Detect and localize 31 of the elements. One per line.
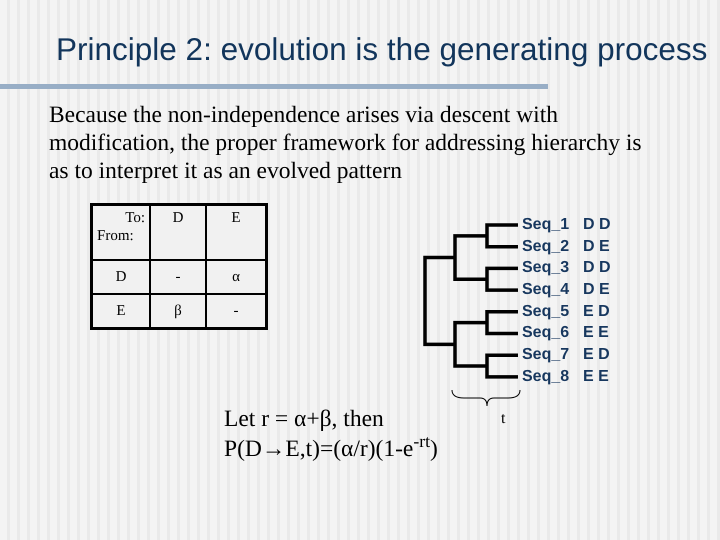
row-header: E [116, 302, 126, 320]
rate-value: - [176, 268, 180, 286]
sequence-states: E E [583, 323, 609, 344]
sequence-states: D E [583, 280, 610, 300]
column-header: D [172, 209, 184, 227]
probability-formula: P(D→E,t)=(α/r)(1-e$^{-rt}$) [224, 434, 438, 464]
sequence-states: E E [583, 366, 609, 387]
sequence-name: Seq_3 [522, 258, 570, 278]
from-header: From: [97, 227, 134, 245]
sequence-name: Seq_7 [522, 345, 570, 366]
rate-value: α [232, 268, 240, 286]
sequence-states: E D [583, 345, 610, 366]
slide-title: Principle 2: evolution is the generating process [56, 30, 708, 68]
sequence-name: Seq_6 [522, 323, 570, 344]
time-label: t [501, 410, 506, 428]
body-paragraph: Because the non-independence arises via descent with modification, the proper framework for addressing hierarchy is as to interpret it as an evolved pattern [49, 101, 643, 185]
sequence-states: D D [583, 258, 611, 278]
rate-value: - [234, 302, 238, 320]
sequence-states: D D [583, 215, 611, 235]
sequence-name: Seq_4 [522, 280, 570, 300]
sequence-name: Seq_2 [522, 236, 570, 257]
to-header: To: [125, 209, 145, 227]
sequence-name: Seq_5 [522, 302, 570, 322]
column-header: E [231, 209, 241, 227]
sequence-name: Seq_1 [522, 215, 570, 235]
rate-value: β [174, 302, 182, 320]
row-header: D [116, 268, 126, 286]
sequence-name: Seq_8 [522, 366, 570, 387]
sequence-states: D E [583, 236, 610, 257]
sequence-states: E D [583, 302, 610, 322]
rate-definition: Let r = α+β, then [224, 405, 384, 434]
